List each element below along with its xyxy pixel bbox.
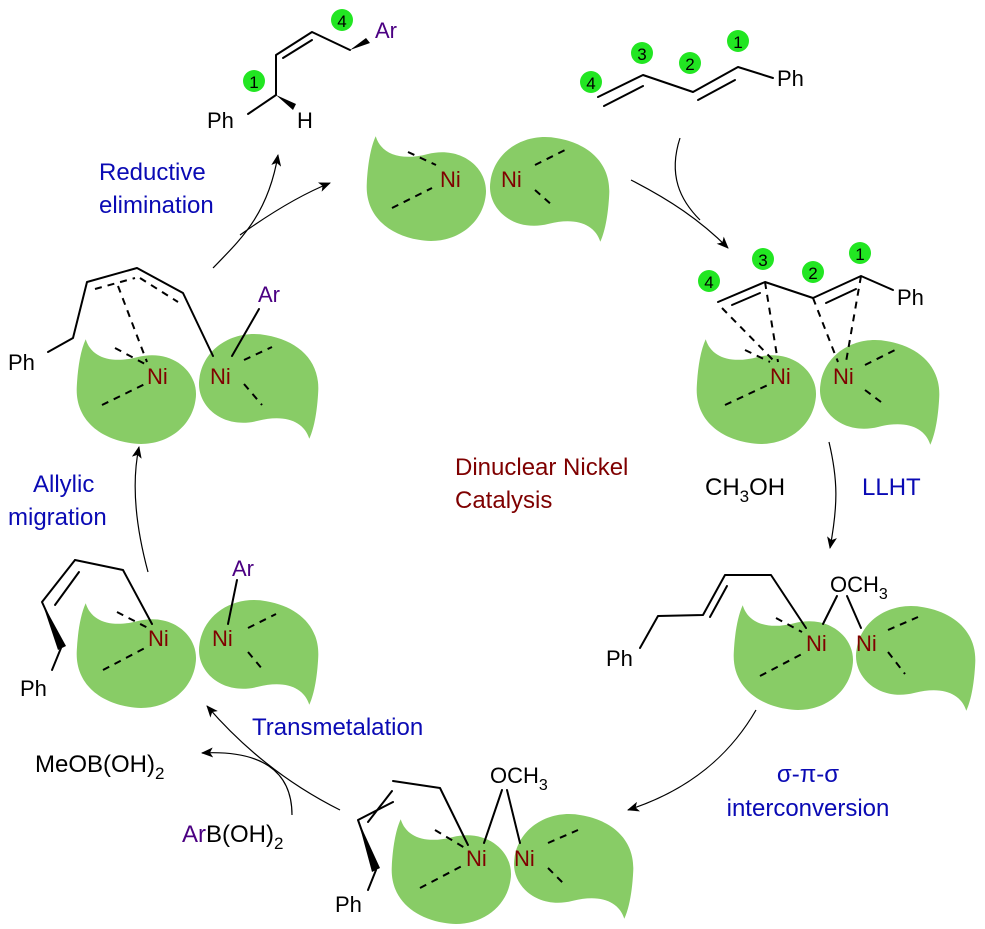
catalyst-species: Ni Ni [366, 136, 610, 242]
ni-atom: Ni [833, 364, 854, 389]
carbon-number: 1 [855, 245, 864, 264]
arrow-to-diene-complex [630, 179, 729, 249]
wedge-bond [350, 38, 370, 50]
step-label-sigma-pi-sigma: σ-π-σ [777, 761, 839, 788]
arrow-transmetalation [206, 705, 341, 811]
pi-allyl-aryl-species: Ph Ni Ni Ar [8, 267, 319, 445]
step-label-transmetalation: Transmetalation [252, 714, 423, 741]
carbon-number: 4 [586, 74, 595, 93]
ni-atom: Ni [770, 364, 791, 389]
ni-atom: Ni [501, 167, 522, 192]
cycle-arrows [131, 137, 837, 816]
step-label-llht: LLHT [862, 474, 921, 501]
ni-atom: Ni [212, 626, 233, 651]
och3-group: OCH3 [830, 572, 888, 603]
step-label-allylic-migration: Allylic [33, 471, 94, 498]
ph-group: Ph [20, 676, 47, 701]
arrow-diene-in [674, 137, 701, 221]
carbon-number: 3 [758, 251, 767, 270]
ph-group: Ph [8, 350, 35, 375]
ph-group: Ph [207, 108, 234, 133]
methoxy-allyl-species: Ph Ni Ni OCH3 [606, 572, 976, 711]
arrow-allylic-migration [131, 446, 149, 573]
carbon-number: 4 [704, 273, 713, 292]
wedge-bond [358, 820, 380, 872]
ph-group: Ph [777, 66, 804, 91]
ni-atom: Ni [806, 631, 827, 656]
ph-group: Ph [606, 646, 633, 671]
center-title: Dinuclear Nickel [455, 454, 628, 481]
center-title: Catalysis [455, 487, 552, 514]
carbon-number: 2 [685, 55, 694, 74]
arrow-llht [827, 441, 837, 549]
h-atom: H [297, 108, 313, 133]
carbon-number: 3 [637, 45, 646, 64]
step-label-interconversion: interconversion [727, 795, 890, 822]
aryl-allyl-species: Ph Ni Ni Ar [20, 556, 319, 709]
product-species: 1 4 Ar Ph H [207, 9, 397, 133]
ni-atom: Ni [147, 364, 168, 389]
leaf-left-shape [366, 136, 487, 242]
diene-substrate: 4 3 2 1 Ph [580, 30, 804, 107]
diene-complex-species: Ni Ni 4 3 2 1 Ph [696, 242, 940, 445]
ni-atom: Ni [466, 846, 487, 871]
ni-atom: Ni [210, 364, 231, 389]
methoxy-z-allyl-species: Ph Ni Ni OCH3 [335, 763, 634, 925]
wedge-bond [42, 602, 66, 650]
arrow-byproduct-out [201, 747, 293, 816]
ni-atom: Ni [148, 626, 169, 651]
ar-group: Ar [258, 282, 280, 307]
carbon-number: 1 [733, 33, 742, 52]
ni-atom: Ni [440, 167, 461, 192]
ni-atom: Ni [856, 631, 877, 656]
carbon-number: 1 [249, 73, 258, 92]
ar-group: Ar [375, 18, 397, 43]
step-label-reductive-elimination: Reductive [99, 159, 206, 186]
arrow-to-product [212, 154, 282, 269]
ar-group: Ar [232, 556, 254, 581]
reagent-arb: ArB(OH)2 [182, 821, 283, 853]
carbon-number: 2 [808, 264, 817, 283]
byproduct-meob: MeOB(OH)2 [35, 751, 164, 783]
step-label-reductive-elimination: elimination [99, 192, 214, 219]
carbon-number: 4 [337, 12, 346, 31]
ni-atom: Ni [514, 846, 535, 871]
ph-group: Ph [897, 285, 924, 310]
reagent-methanol: CH3OH [705, 474, 785, 506]
arrow-to-catalyst [239, 182, 331, 236]
step-label-allylic-migration: migration [8, 504, 107, 531]
arrow-interconversion [627, 709, 757, 812]
ph-group: Ph [335, 892, 362, 917]
wedge-bond [276, 95, 296, 110]
carbon-badge [243, 70, 265, 92]
carbon-badge [331, 9, 353, 31]
och3-group: OCH3 [490, 763, 548, 794]
